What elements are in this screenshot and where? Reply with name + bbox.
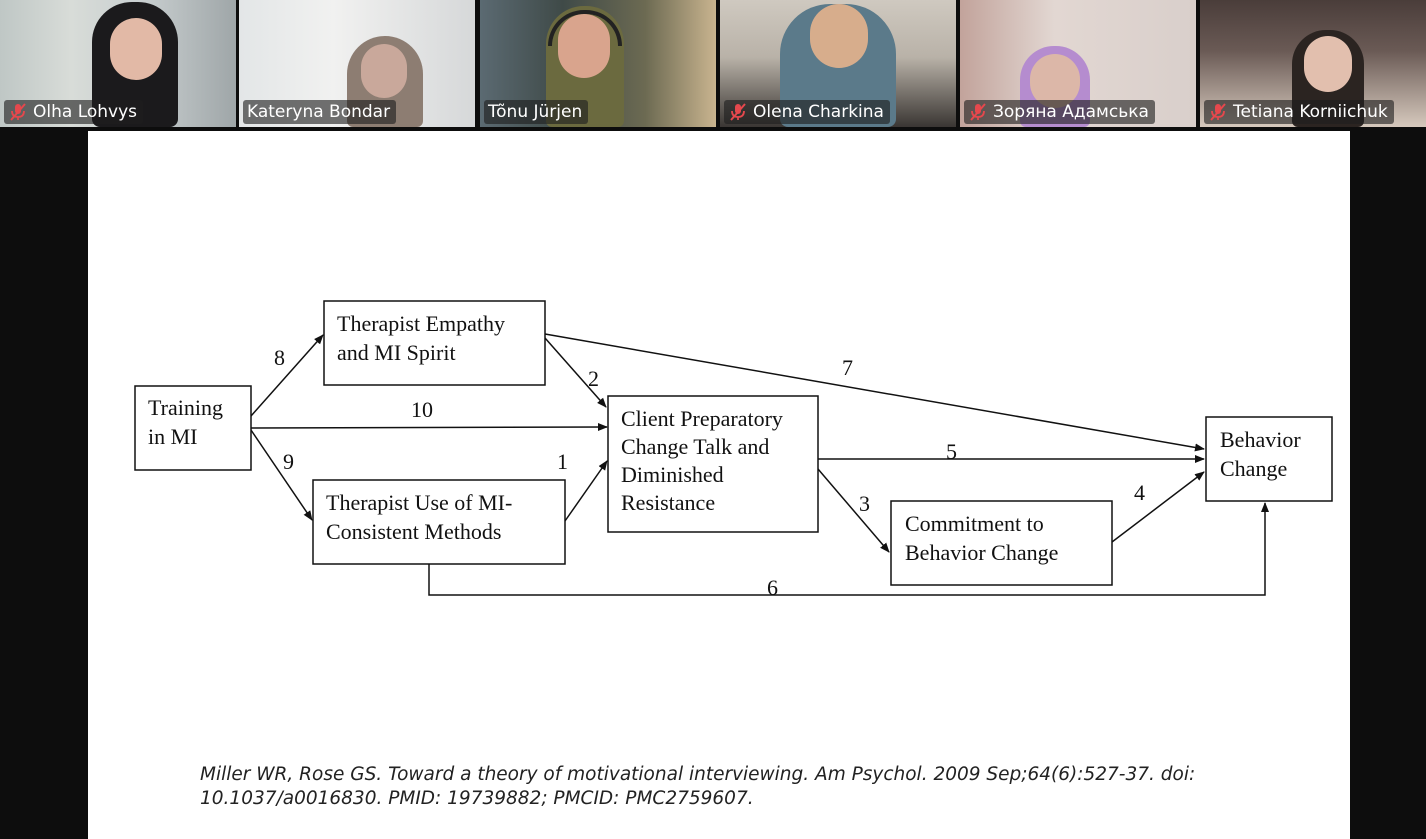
mic-muted-icon [10,103,26,121]
edge-empathy-client [544,337,607,408]
node-label: Diminished [621,462,724,487]
shared-slide: Training in MI Therapist Empathy and MI … [88,131,1350,839]
mi-theory-diagram: Training in MI Therapist Empathy and MI … [134,300,1333,600]
node-label: Behavior Change [905,540,1058,565]
participant-video-face [1304,36,1352,92]
participant-video-face [361,44,407,98]
edge-commitment-behavior [1111,471,1205,543]
participant-tile[interactable]: Olena Charkina [720,0,956,127]
edge-methods-client [564,460,608,522]
edge-label-2: 2 [588,366,599,391]
node-label: Training [148,395,223,420]
node-label: Consistent Methods [326,519,501,544]
edge-training-client [250,423,608,432]
node-behavior-change: Behavior Change [1205,416,1333,502]
edge-label-10: 10 [411,397,433,422]
edge-empathy-behavior [544,333,1205,452]
edge-label-4: 4 [1134,480,1145,505]
mic-muted-icon [730,103,746,121]
node-label: and MI Spirit [337,340,456,365]
participant-video-face [110,18,162,80]
node-label: Client Preparatory [621,406,783,431]
participant-tile-active-speaker[interactable]: Kateryna Bondar [239,0,475,127]
edge-training-empathy [250,334,324,417]
edge-training-methods [250,429,313,521]
participant-name-tag: Olha Lohvys [4,100,144,124]
participant-name-tag: Tõnu Jürjen [484,100,589,124]
node-training: Training in MI [134,385,252,471]
node-label: Change Talk and [621,434,769,459]
edge-label-8: 8 [274,345,285,370]
node-label: in MI [148,424,198,449]
participant-tile[interactable]: Tõnu Jürjen [480,0,716,127]
node-label: Therapist Use of MI- [326,490,512,515]
node-label: Resistance [621,490,715,515]
participant-tile[interactable]: Olha Lohvys [0,0,236,127]
participant-strip: Olha Lohvys Kateryna Bondar Tõnu Jürjen … [0,0,1426,129]
node-client-change-talk: Client Preparatory Change Talk and Dimin… [607,395,819,533]
edge-label-1: 1 [557,449,568,474]
edge-methods-behavior [428,502,1269,596]
participant-name-tag: Tetiana Korniichuk [1204,100,1394,124]
participant-name: Tetiana Korniichuk [1233,102,1388,122]
participant-name-tag: Kateryna Bondar [243,100,397,124]
participant-name: Tõnu Jürjen [488,102,583,122]
edge-label-9: 9 [283,449,294,474]
slide-citation: Miller WR, Rose GS. Toward a theory of m… [200,764,1196,809]
edge-client-commitment [817,468,890,553]
participant-name-tag: Olena Charkina [724,100,890,124]
node-label: Therapist Empathy [337,311,505,336]
mic-muted-icon [1210,103,1226,121]
participant-name: Olha Lohvys [33,102,138,122]
node-therapist-methods: Therapist Use of MI- Consistent Methods [312,479,566,565]
participant-name: Olena Charkina [753,102,884,122]
participant-tile[interactable]: Зоряна Адамська [960,0,1196,127]
node-therapist-empathy: Therapist Empathy and MI Spirit [323,300,546,386]
participant-tile[interactable]: Tetiana Korniichuk [1200,0,1426,127]
mic-muted-icon [970,103,986,121]
participant-name: Kateryna Bondar [247,102,391,122]
participant-name-tag: Зоряна Адамська [964,100,1155,124]
edge-label-3: 3 [859,491,870,516]
participant-video-face [810,4,868,68]
node-label: Commitment to [905,511,1044,536]
node-commitment: Commitment to Behavior Change [890,500,1113,586]
edge-label-6: 6 [767,575,778,600]
node-label: Behavior [1220,427,1301,452]
node-label: Change [1220,456,1287,481]
edge-label-5: 5 [946,439,957,464]
participant-name: Зоряна Адамська [993,102,1149,122]
participant-video-face [1030,54,1080,108]
edge-label-7: 7 [842,355,853,380]
